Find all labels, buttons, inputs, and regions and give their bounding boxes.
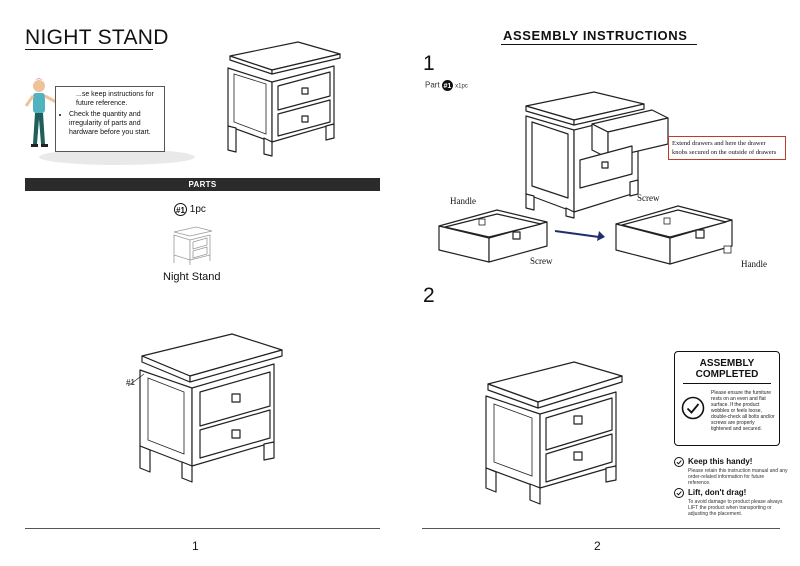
part-id-badge-small: #1 xyxy=(441,80,453,91)
nightstand-thumbnail xyxy=(173,226,213,265)
instruction-bullet: Check the quantity and irregularity of p… xyxy=(69,110,161,137)
instruction-intro: ...se keep instructions for future refer… xyxy=(76,91,154,107)
arrow-icon xyxy=(554,230,605,241)
handle-label-right: Handle xyxy=(741,259,767,269)
completed-text: Please ensure the furniture rests on an … xyxy=(711,390,775,432)
completed-title: ASSEMBLY COMPLETED xyxy=(695,358,759,380)
tip-text-keep: Please retain this instruction manual an… xyxy=(688,468,788,486)
instructions-note: ...se keep instructions for future refer… xyxy=(55,86,165,152)
footer-rule xyxy=(422,528,780,529)
part-id-badge: #1 xyxy=(174,203,187,216)
check-icon xyxy=(674,488,684,498)
assembly-title-underline xyxy=(501,44,697,45)
parts-header: PARTS xyxy=(25,178,380,191)
part-prefix: Part xyxy=(425,80,440,90)
drawer-note: Extend drawers and here the drawer knobs… xyxy=(668,136,786,160)
part-name: Night Stand xyxy=(163,271,221,283)
handle-label-left: Handle xyxy=(450,196,476,206)
drawer-before-illustration xyxy=(438,209,548,263)
tip-title-keep: Keep this handy! xyxy=(688,457,753,466)
screw-label-left: Screw xyxy=(530,256,553,266)
checkmark-circle-icon xyxy=(681,396,705,420)
title-underline xyxy=(25,49,153,50)
assembly-completed-card: ASSEMBLY COMPLETED Please ensure the fur… xyxy=(674,351,780,446)
part-quantity: #1 1pc xyxy=(174,203,206,216)
assembly-title: ASSEMBLY INSTRUCTIONS xyxy=(503,28,688,43)
screw-label-right: Screw xyxy=(637,193,660,203)
step-number-2: 2 xyxy=(423,284,435,307)
person-illustration xyxy=(24,78,195,165)
page-number: 2 xyxy=(594,539,601,553)
tip-text-lift: To avoid damage to product please always… xyxy=(688,499,783,517)
nightstand-illustration-main xyxy=(127,333,283,483)
part-reference-label: #1 xyxy=(126,378,135,387)
step1-nightstand-illustration xyxy=(525,91,669,219)
part-qty-label: 1pc xyxy=(189,204,206,216)
nightstand-illustration-top xyxy=(227,41,341,157)
completed-divider xyxy=(683,383,771,384)
step-number-1: 1 xyxy=(423,52,435,75)
footer-rule xyxy=(25,528,380,529)
tip-title-lift: Lift, don't drag! xyxy=(688,488,747,497)
drawer-after-illustration xyxy=(615,205,733,265)
step-part-label: Part #1 x1pc xyxy=(425,80,468,91)
page-number: 1 xyxy=(192,539,199,553)
check-icon xyxy=(674,457,684,467)
page-title: NIGHT STAND xyxy=(25,26,169,49)
step2-nightstand-illustration xyxy=(485,361,623,505)
part-qty: x1pc xyxy=(455,83,468,90)
